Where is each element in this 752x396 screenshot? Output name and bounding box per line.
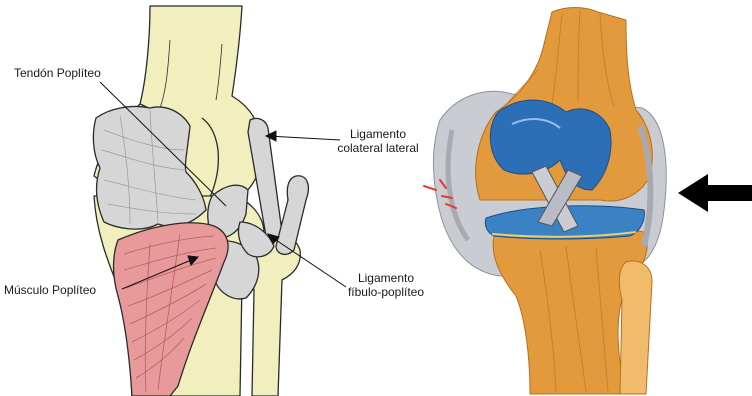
arrow-left-icon [678,174,752,212]
label-tendon-popliteo: Tendón Poplíteo [14,66,101,80]
right-fibula [619,261,652,394]
right-knee-illustration [424,8,666,395]
label-ligamento-fibulo-popliteo: Ligamento fíbulo-poplíteo [334,271,438,299]
label-ligamento-colateral-lateral: Ligamento colateral lateral [326,127,430,155]
fibulo-popliteal-ligament [276,176,308,255]
left-knee-drawing [93,6,308,396]
label-musculo-popliteo: Músculo Poplíteo [4,283,96,297]
